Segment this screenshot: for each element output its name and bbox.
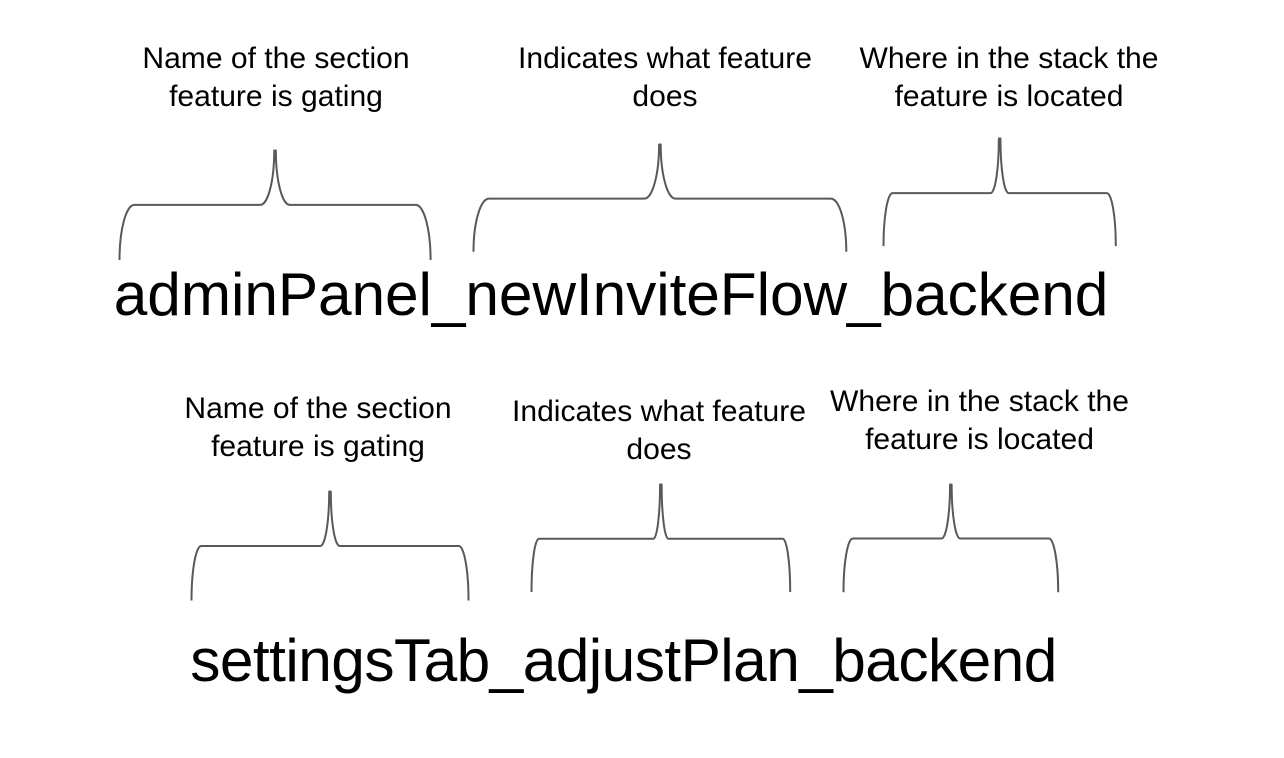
annotation-label-feature-2: Indicates what feature does xyxy=(512,394,806,466)
brace-path xyxy=(190,490,470,601)
brace-icon-section-2 xyxy=(190,490,470,601)
annotation-label-stack-2: Where in the stack the feature is locate… xyxy=(830,384,1129,456)
brace-path xyxy=(472,143,847,253)
brace-icon-stack-1 xyxy=(882,137,1118,247)
annotation-label-stack-1: Where in the stack the feature is locate… xyxy=(859,41,1159,113)
brace-icon-feature-2 xyxy=(530,483,792,593)
brace-icon-section-1 xyxy=(118,149,432,261)
brace-path xyxy=(842,483,1060,592)
annotation-label-feature-1: Indicates what feature does xyxy=(518,41,812,113)
brace-path xyxy=(530,483,792,593)
flag-name-1: adminPanel_newInviteFlow_backend xyxy=(113,260,1109,329)
flag-name-2: settingsTab_adjustPlan_backend xyxy=(190,626,1057,695)
brace-path xyxy=(118,149,432,261)
brace-icon-feature-1 xyxy=(472,143,847,253)
annotation-label-section-2: Name of the section feature is gating xyxy=(184,391,452,463)
brace-path xyxy=(882,137,1118,247)
brace-icon-stack-2 xyxy=(842,483,1060,592)
annotation-label-section-1: Name of the section feature is gating xyxy=(142,41,410,113)
